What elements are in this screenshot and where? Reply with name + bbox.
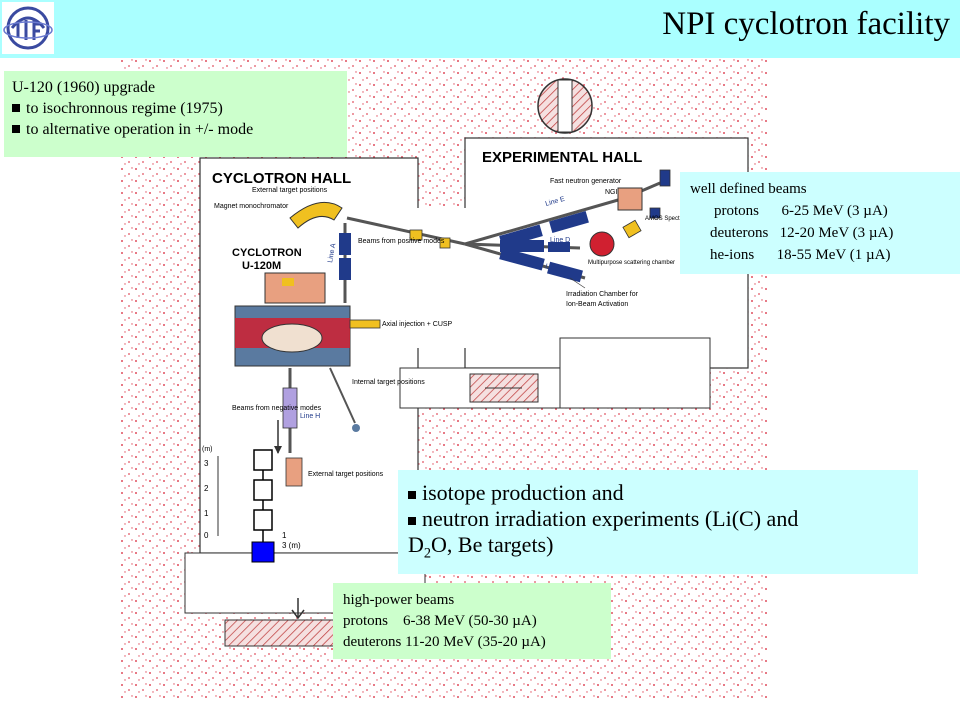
line-d-magnets xyxy=(500,240,544,252)
beams-negative-label: Beams from negative modes xyxy=(232,405,322,412)
bullet-icon xyxy=(408,491,416,499)
history-line-1: U-120 (1960) upgrade xyxy=(12,79,156,96)
multipurpose-chamber xyxy=(589,231,615,257)
ngi-label: NGI xyxy=(605,189,618,196)
high-power-heading: high-power beams xyxy=(343,592,455,608)
application-2: neutron irradiation experiments (Li(C) a… xyxy=(422,506,799,531)
cyclotron-top xyxy=(264,272,326,304)
target-box-3 xyxy=(253,509,273,531)
ngi-generator xyxy=(617,187,643,211)
line-a-label: Line A xyxy=(327,243,337,264)
axial-injection-label: Axial injection + CUSP xyxy=(382,321,453,328)
internal-target-label: Internal target positions xyxy=(352,379,425,386)
target-block-blue xyxy=(251,541,275,563)
fast-neutron-generator-label: Fast neutron generator xyxy=(550,178,622,185)
line-d-label: Line D xyxy=(550,237,570,244)
hp-row-protons: protons 6-38 MeV (50-30 µA) xyxy=(343,613,537,629)
svg-text:3: 3 xyxy=(204,459,209,468)
beam-row-he-ions: he-ions 18-55 MeV (1 µA) xyxy=(710,247,891,263)
cyclotron-hall-label: CYCLOTRON HALL xyxy=(212,170,351,187)
history-line-2: to isochronnous regime (1975) xyxy=(26,100,223,117)
irradiation-chamber-label-1: Irradiation Chamber for xyxy=(566,291,639,298)
application-2-continued: D2O, Be targets) xyxy=(408,532,554,562)
irradiation-chamber-label-2: Ion-Beam Activation xyxy=(566,301,628,308)
svg-text:1: 1 xyxy=(204,509,209,518)
shielding-door xyxy=(469,373,539,403)
well-defined-beams-box: well defined beams protons 6-25 MeV (3 µ… xyxy=(680,172,960,274)
history-box: U-120 (1960) upgrade to isochronnous reg… xyxy=(4,71,347,157)
application-1: isotope production and xyxy=(422,480,624,505)
target-box-2 xyxy=(253,479,273,501)
svg-text:0: 0 xyxy=(204,531,209,540)
cyclotron-name-2: U-120M xyxy=(242,260,281,272)
svg-text:1: 1 xyxy=(282,531,287,540)
line-c-magnets xyxy=(499,247,545,271)
bullet-icon xyxy=(408,517,416,525)
cyclotron-name-1: CYCLOTRON xyxy=(232,247,302,259)
beam-row-deuterons: deuterons 12-20 MeV (3 µA) xyxy=(710,225,894,241)
svg-text:2: 2 xyxy=(204,484,209,493)
line-c-label: Line C xyxy=(545,263,566,275)
page-title: NPI cyclotron facility xyxy=(662,6,950,42)
title-bar: NPI cyclotron facility xyxy=(0,0,960,58)
hp-row-deuterons: deuterons 11-20 MeV (35-20 µA) xyxy=(343,634,546,650)
svg-text:(m): (m) xyxy=(202,446,213,453)
beam-row-protons: protons 6-25 MeV (3 µA) xyxy=(714,203,888,219)
experimental-hall-label: EXPERIMENTAL HALL xyxy=(482,149,642,166)
well-defined-heading: well defined beams xyxy=(690,181,807,197)
beams-positive-label: Beams from positive modes xyxy=(358,238,445,245)
facility-floor-plan: EXPERIMENTAL HALL CYCLOTRON HALL Fast ne… xyxy=(120,58,768,700)
beamline-e xyxy=(464,196,626,246)
target-box-1 xyxy=(253,449,273,471)
external-target-label-2: External target positions xyxy=(308,471,384,478)
amos-label: AMOS Spectrom xyxy=(645,216,690,222)
magnet-monochromator-label: Magnet monochromator xyxy=(214,203,289,210)
svg-text:3 (m): 3 (m) xyxy=(282,541,301,550)
high-power-beams-box: high-power beams protons 6-38 MeV (50-30… xyxy=(333,583,611,659)
monochromator-magnet xyxy=(289,201,343,229)
bullet-icon xyxy=(12,104,20,112)
history-line-3: to alternative operation in +/- mode xyxy=(26,121,254,138)
external-target-label: External target positions xyxy=(252,187,328,194)
line-h-label: Line H xyxy=(300,413,320,420)
multipurpose-label: Multipurpose scattering chamber xyxy=(588,260,675,266)
npi-logo xyxy=(2,2,54,54)
applications-box: isotope production and neutron irradiati… xyxy=(398,470,918,574)
bullet-icon xyxy=(12,125,20,133)
